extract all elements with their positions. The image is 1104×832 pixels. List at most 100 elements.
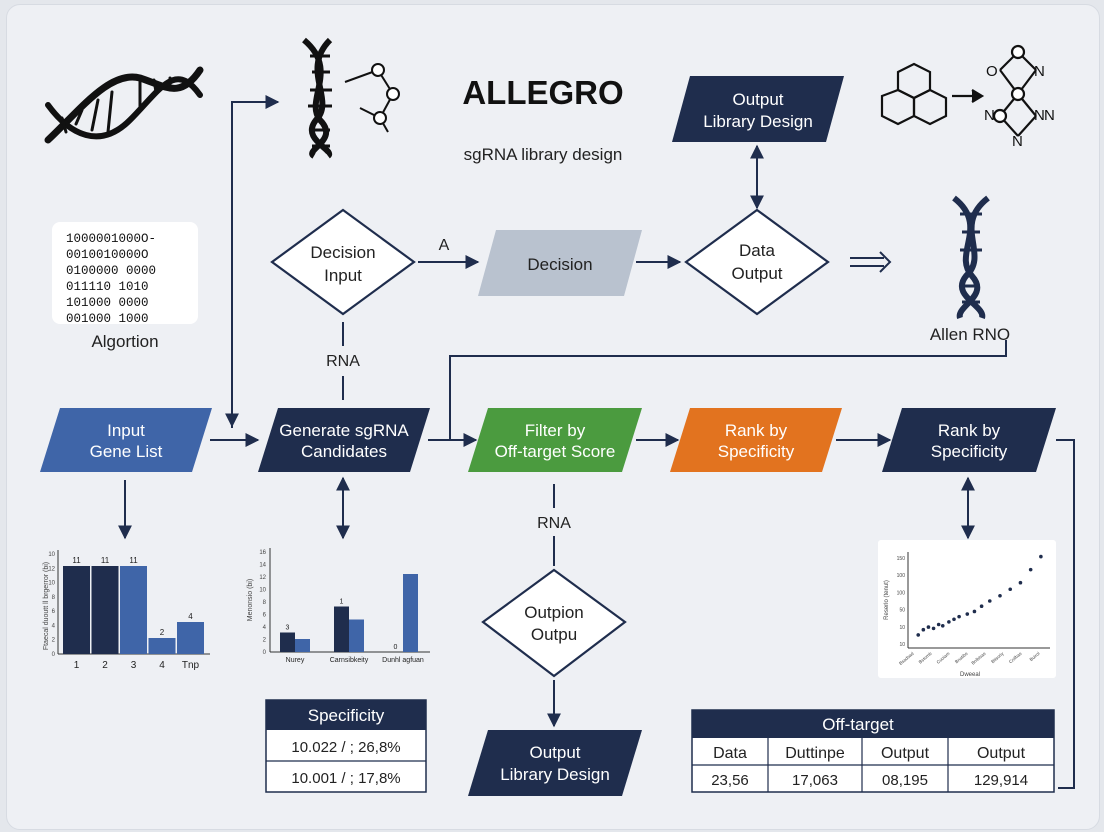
chart3-point — [931, 626, 936, 631]
bar-chart-candidates: Menonsio (bi) 16141210864203Nurey1Carnsi… — [247, 548, 430, 664]
node-generate-sgrna[interactable]: Generate sgRNA Candidates — [258, 408, 430, 472]
chart2-bar-label: 1 — [340, 599, 344, 606]
output-bottom-line2: Library Design — [500, 765, 610, 784]
chart3-point — [1008, 587, 1013, 592]
chart3-point — [921, 627, 926, 632]
binary-line: 001000 1000 — [66, 312, 149, 326]
chart2-bar — [295, 639, 310, 652]
chart3-ylabel: Reserlo (tenut) — [884, 580, 890, 620]
node-rank-specificity-navy[interactable]: Rank by Specificity — [882, 408, 1056, 472]
chart1-bar — [63, 566, 90, 654]
generate-line1: Generate sgRNA — [279, 421, 409, 440]
rank-navy-line1: Rank by — [938, 421, 1001, 440]
edge-loop-to-top-dna — [231, 95, 280, 428]
filter-line1: Filter by — [525, 421, 586, 440]
chart1-bar-label: 11 — [129, 556, 138, 565]
specificity-row: 10.022 / ; 26,8% — [291, 739, 400, 756]
offtarget-col-header: Output — [881, 745, 930, 762]
chart2-bar — [403, 574, 418, 652]
chem-atom-label: N — [1034, 107, 1045, 124]
node-output-library-bottom[interactable]: Output Library Design — [468, 730, 642, 796]
chart3-point — [965, 612, 970, 616]
input-gene-line2: Gene List — [90, 442, 163, 461]
chart1-ytick: 0 — [52, 652, 56, 658]
chart1-ytick: 2 — [52, 638, 56, 644]
page-subtitle: sgRNA library design — [464, 145, 623, 164]
specificity-header: Specificity — [308, 706, 385, 725]
chart3-point — [936, 622, 941, 627]
chart3-xlabel: Dweeal — [960, 672, 980, 678]
chart3-point — [947, 620, 951, 624]
chart2-ytick: 0 — [263, 650, 267, 656]
node-rank-specificity-orange[interactable]: Rank by Specificity — [670, 408, 842, 472]
offtarget-cell: 08,195 — [882, 772, 928, 789]
chart1-bar — [91, 566, 119, 654]
chem-atom-label: N — [1034, 63, 1045, 80]
chart1-bar-label: 2 — [160, 628, 165, 637]
chart2-xtick: Nurey — [286, 657, 305, 664]
bar-chart-gene-list: Ftaecal duoutt ll brgerror (bi) 10121086… — [43, 550, 210, 671]
chart3-ytick: 10 — [899, 625, 905, 631]
chart1-bar-label: 11 — [72, 556, 81, 565]
chart3-xtick: Buirol — [1029, 651, 1041, 662]
rna-label-top: RNA — [326, 353, 360, 370]
output-top-line1: Output — [732, 90, 783, 109]
chart3-point — [940, 624, 945, 628]
rna-label-mid: RNA — [537, 515, 571, 532]
node-filter-offtarget[interactable]: Filter by Off-target Score — [468, 408, 642, 472]
offtarget-cell: 17,063 — [792, 772, 838, 789]
decision-input-line1: Decision — [310, 243, 375, 262]
chart1-xtick: 3 — [131, 660, 137, 671]
node-outpion-outpu[interactable]: Outpion Outpu — [481, 568, 627, 678]
chart1-bar — [120, 566, 147, 654]
rank-navy-line2: Specificity — [931, 442, 1008, 461]
binary-line: 011110 1010 — [66, 280, 149, 294]
allen-rno-label: Allen RNO — [930, 325, 1010, 344]
binary-caption: Algortion — [91, 332, 158, 351]
node-data-output[interactable]: Data Output — [684, 208, 830, 316]
chart1-xtick: Tnp — [182, 660, 200, 671]
page-title: ALLEGRO — [462, 74, 623, 111]
offtarget-cell: 23,56 — [711, 772, 749, 789]
rank-orange-line2: Specificity — [718, 442, 795, 461]
node-decision[interactable]: Decision — [478, 230, 642, 296]
chart1-ylabel: Ftaecal duoutt ll brgerror (bi) — [43, 562, 50, 650]
chart2-ytick: 4 — [263, 625, 267, 631]
chart1-bar — [177, 622, 204, 654]
chart3-point — [1039, 554, 1043, 559]
dna-helix-icon — [44, 66, 204, 144]
chart2-ytick: 10 — [259, 588, 266, 594]
node-input-gene-list[interactable]: Input Gene List — [40, 408, 212, 472]
chart1-bar — [148, 638, 176, 654]
chart2-ylabel: Menonsio (bi) — [247, 579, 254, 621]
offtarget-col-header: Duttinpe — [785, 745, 845, 762]
chart1-ytick: 4 — [52, 623, 56, 629]
chart3-point — [979, 604, 984, 609]
chart3-point — [926, 625, 931, 629]
chart2-ytick: 6 — [263, 613, 267, 619]
binary-line: 1000001000O- — [66, 232, 156, 246]
chem-atom-label: O — [986, 63, 998, 80]
chart1-ytick: 8 — [52, 595, 56, 601]
chart3-point — [972, 609, 977, 614]
outpion-line1: Outpion — [524, 603, 584, 622]
node-output-library-top[interactable]: Output Library Design — [672, 76, 844, 142]
edge-rank-to-table — [1056, 439, 1075, 789]
chart3-point — [998, 593, 1002, 598]
dna-small-icon — [952, 195, 990, 319]
specificity-row: 10.001 / ; 17,8% — [291, 770, 400, 787]
offtarget-cell: 129,914 — [974, 772, 1028, 789]
chart3-ytick: 50 — [899, 608, 905, 614]
output-top-line2: Library Design — [703, 112, 813, 131]
node-decision-input[interactable]: Decision Input — [270, 208, 416, 316]
chem-atom-label: N — [1012, 133, 1023, 150]
specificity-table: Specificity 10.022 / ; 26,8% 10.001 / ; … — [265, 699, 427, 793]
chart1-ytick: 6 — [52, 609, 56, 615]
connectors — [118, 95, 1075, 789]
offtarget-col-header: Output — [977, 745, 1026, 762]
chart1-xtick: 4 — [159, 660, 165, 671]
decision-input-line2: Input — [324, 266, 362, 285]
chart2-bar — [334, 606, 349, 652]
chart3-point — [952, 617, 956, 622]
